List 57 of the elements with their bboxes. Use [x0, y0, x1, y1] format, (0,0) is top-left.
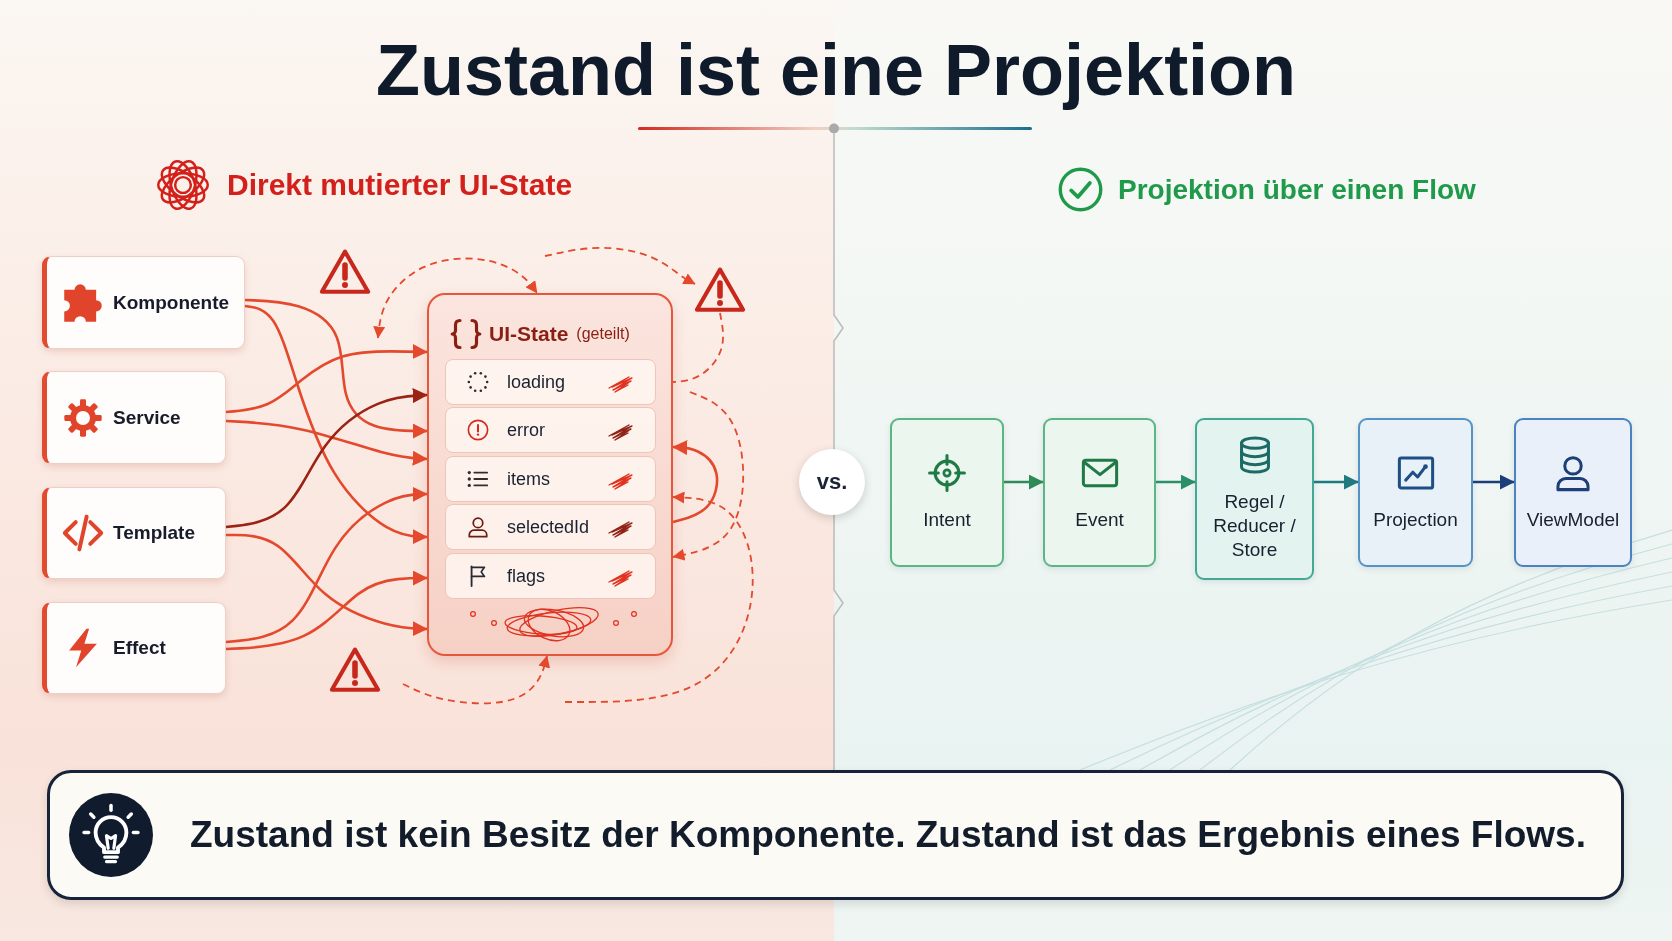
arrow	[672, 440, 719, 524]
panel-heading: Projektion über einen Flow	[1118, 173, 1476, 206]
arrow	[244, 298, 428, 439]
state-field-row	[445, 504, 656, 550]
dashed-line	[672, 312, 724, 383]
vs-label: vs.	[816, 469, 848, 495]
arrow	[226, 533, 428, 637]
flow-step-box	[1358, 418, 1473, 567]
step-label: Regel / Reducer / Store	[1212, 490, 1297, 562]
field-label: selectedId	[507, 516, 590, 538]
step-label: ViewModel	[1526, 507, 1620, 532]
step-label: Event	[1075, 507, 1124, 532]
title: Zustand ist eine Projektion	[375, 30, 1297, 110]
flow-step-box	[1195, 418, 1314, 580]
arrow	[225, 486, 428, 644]
arrow	[244, 304, 428, 545]
field-label: items	[507, 468, 550, 490]
arrow	[225, 344, 428, 414]
arrow	[225, 419, 428, 466]
arrow	[225, 388, 428, 529]
warning-icon	[695, 267, 745, 313]
arrow	[1156, 474, 1196, 490]
dashed-arrow	[544, 246, 696, 285]
dashed-arrow	[672, 391, 745, 561]
source-box	[42, 602, 226, 694]
source-box	[42, 487, 226, 579]
source-label: Effect	[113, 637, 166, 659]
source-box	[42, 371, 226, 464]
dashed-arrow	[564, 491, 754, 703]
arrow	[1004, 474, 1044, 490]
key-message: Zustand ist kein Besitz der Komponente. Zustand ist das Ergebnis eines Flows.	[190, 814, 1586, 856]
step-label: Projection	[1373, 507, 1458, 532]
state-field-row	[445, 359, 656, 405]
arrow	[225, 570, 428, 651]
state-field-row	[445, 553, 656, 599]
arrow	[1473, 474, 1515, 490]
arrow	[1314, 474, 1359, 490]
message-box	[47, 770, 1624, 900]
field-label: flags	[507, 565, 546, 587]
field-label: error	[507, 419, 545, 441]
flow-step-box	[1043, 418, 1156, 567]
flow-step-box	[890, 418, 1004, 567]
flow-step-box	[1514, 418, 1632, 567]
step-label: Intent	[923, 507, 971, 532]
dashed-arrow	[373, 257, 538, 339]
state-panel	[427, 293, 673, 656]
state-field-row	[445, 456, 656, 502]
state-field-row	[445, 407, 656, 453]
source-label: Template	[113, 522, 195, 544]
source-label: Komponente	[113, 291, 230, 314]
panel-title: UI-State	[489, 322, 569, 346]
source-box	[42, 256, 245, 349]
panel-heading: Direkt mutierter UI-State	[227, 168, 573, 202]
field-label: loading	[507, 371, 566, 393]
panel-note: (geteilt)	[576, 325, 630, 343]
source-label: Service	[113, 406, 181, 429]
dashed-arrow	[402, 655, 551, 705]
